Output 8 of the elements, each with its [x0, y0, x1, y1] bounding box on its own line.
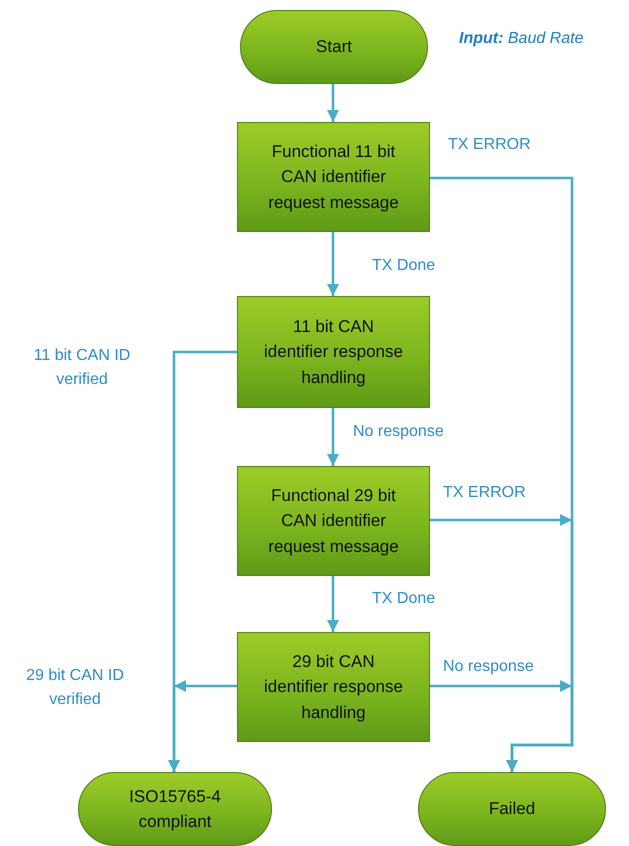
input-note: Input: Baud Rate — [459, 30, 584, 48]
process-box: Functional 29 bit CAN identifier request message — [237, 466, 430, 576]
process-box: 11 bit CAN identifier response handling — [237, 296, 430, 408]
process-box: 29 bit CAN identifier response handling — [237, 632, 430, 742]
terminal-node: Start — [240, 10, 428, 84]
terminal-node: Failed — [418, 772, 606, 846]
terminal-node: ISO15765-4 compliant — [78, 772, 272, 846]
process-box: Functional 11 bit CAN identifier request message — [237, 122, 430, 232]
